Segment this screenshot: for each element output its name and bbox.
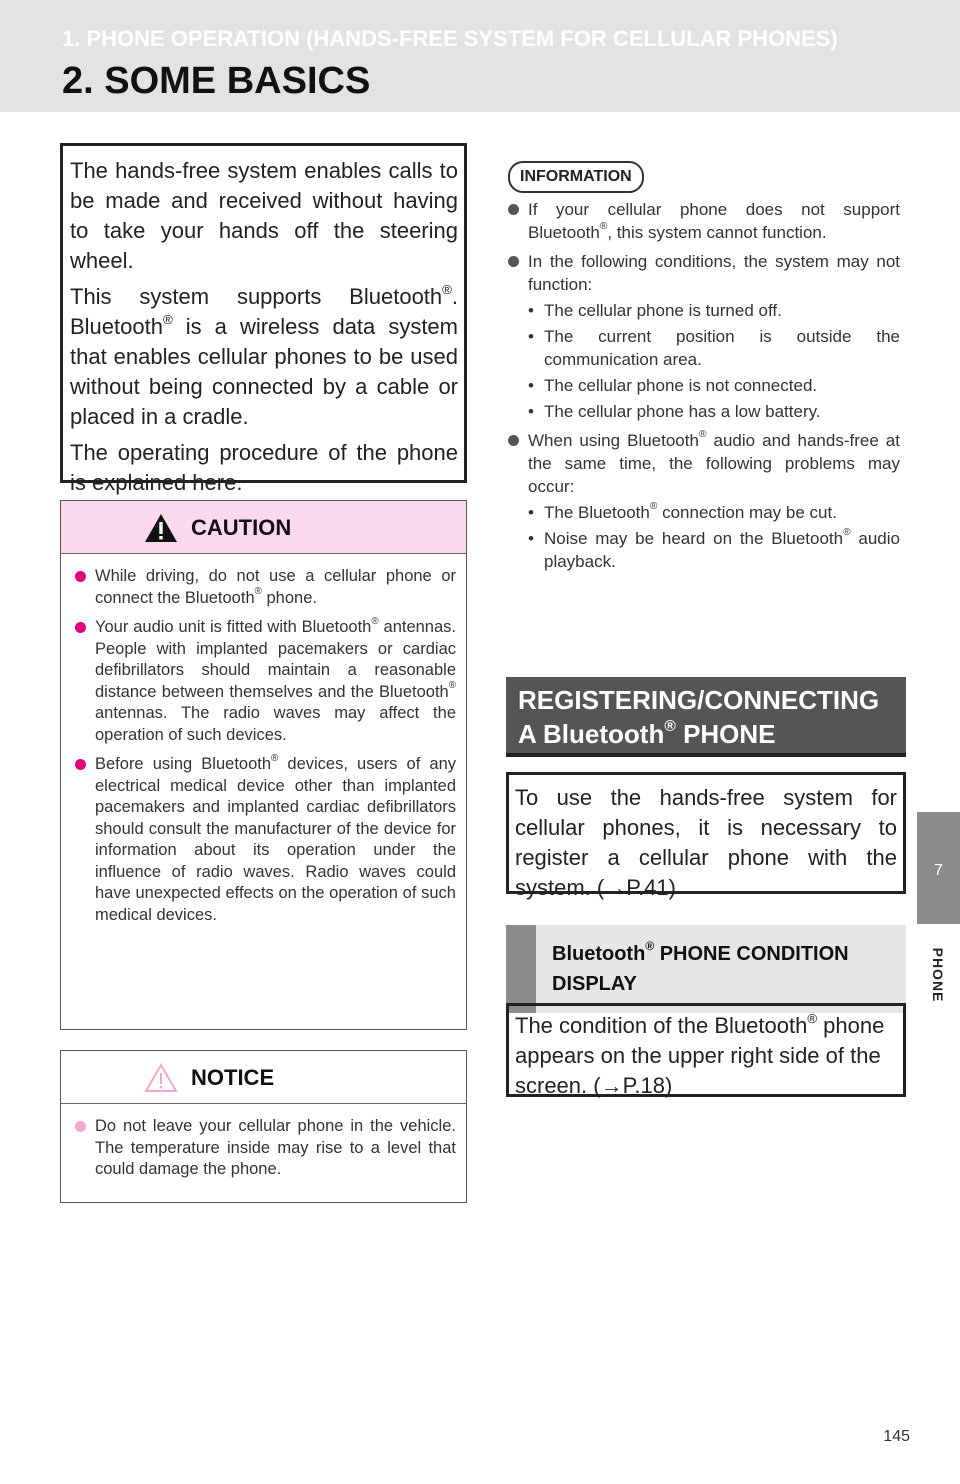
- intro-p3: The operating procedure of the phone is …: [70, 440, 458, 495]
- chapter-title: 1. PHONE OPERATION (HANDS-FREE SYSTEM FO…: [62, 26, 838, 51]
- caution-title: CAUTION: [191, 515, 292, 540]
- warning-triangle-outline-icon: [144, 1063, 178, 1092]
- notice-box: NOTICE Do not leave your cellular phone …: [60, 1050, 467, 1203]
- page-header: 1. PHONE OPERATION (HANDS-FREE SYSTEM FO…: [0, 0, 960, 112]
- caution-item: Your audio unit is fitted with Bluetooth…: [75, 616, 456, 746]
- caution-box: CAUTION While driving, do not use a cell…: [60, 500, 467, 1030]
- information-list: If your cellular phone does not support …: [508, 198, 900, 579]
- intro-p2: This system supports Bluetooth®. Bluetoo…: [70, 281, 458, 429]
- chapter-tab: [917, 812, 960, 924]
- section-title: 2. SOME BASICS: [62, 60, 371, 102]
- info-item: If your cellular phone does not support …: [508, 198, 900, 244]
- page-number: 145: [883, 1428, 910, 1445]
- info-item: When using Bluetooth® audio and hands-fr…: [508, 429, 900, 573]
- warning-triangle-icon: [145, 514, 177, 542]
- chapter-tab-number: 7: [934, 862, 943, 879]
- registering-heading: REGISTERING/CONNECTING A Bluetooth® PHON…: [506, 677, 906, 757]
- intro-p1: The hands-free system enables calls to b…: [70, 158, 458, 273]
- notice-item: Do not leave your cellular phone in the …: [75, 1116, 456, 1181]
- intro-box: The hands-free system enables calls to b…: [60, 143, 467, 495]
- information-tag: INFORMATION: [508, 161, 644, 193]
- registering-text-box: To use the hands-free system for cellula…: [506, 772, 906, 900]
- notice-title: NOTICE: [191, 1065, 275, 1090]
- condition-text-box: The condition of the Bluetooth® phone ap…: [506, 1003, 906, 1098]
- caution-item: While driving, do not use a cellular pho…: [75, 566, 456, 609]
- caution-item: Before using Bluetooth® devices, users o…: [75, 753, 456, 926]
- chapter-tab-label: PHONE: [930, 947, 946, 1003]
- caution-header: CAUTION: [61, 501, 466, 553]
- notice-header: NOTICE: [61, 1051, 466, 1103]
- info-item: In the following conditions, the system …: [508, 250, 900, 423]
